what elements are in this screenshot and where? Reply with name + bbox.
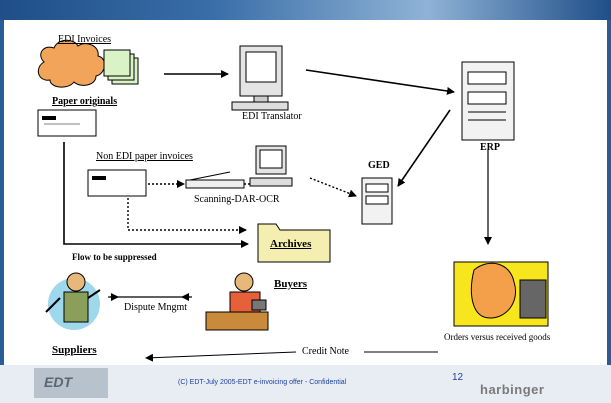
edi-translator-label: EDI Translator <box>242 111 302 122</box>
orders-label: Orders versus received goods <box>444 332 551 342</box>
server-icon <box>461 61 515 141</box>
paper-originals-label: Paper originals <box>52 96 118 107</box>
erp-label: ERP <box>480 142 500 153</box>
flow-suppressed-label: Flow to be suppressed <box>72 252 157 262</box>
ged-label: GED <box>368 160 390 171</box>
frame-right <box>607 20 611 365</box>
frame-left <box>0 20 4 365</box>
copyright-text: (C) EDT-July 2005-EDT e-invoicing offer … <box>178 379 347 386</box>
non-edi-label: Non EDI paper invoices <box>96 151 193 162</box>
harbinger-logo: harbinger <box>480 382 545 397</box>
edi-invoices-label: EDI Invoices <box>58 34 112 45</box>
top-banner <box>0 0 611 20</box>
suppliers-label: Suppliers <box>52 344 97 356</box>
buyers-label: Buyers <box>274 278 307 290</box>
envelope-icon <box>37 109 97 137</box>
computer-icon <box>231 45 289 111</box>
dispute-label: Dispute Mngmt <box>124 302 188 313</box>
computer-icon-2 <box>249 145 293 187</box>
cloud-icon <box>37 39 105 88</box>
archives-label: Archives <box>270 238 312 250</box>
buyer-icon <box>205 272 269 331</box>
supplier-icon <box>45 272 101 330</box>
scanner-icon <box>185 171 245 189</box>
woman-icon <box>453 261 549 327</box>
credit-note-label: Credit Note <box>302 346 349 357</box>
paper-stack-icon <box>103 49 139 85</box>
page-number: 12 <box>452 372 464 383</box>
folder-icon <box>257 223 331 263</box>
edt-logo-text: EDT <box>44 374 72 390</box>
ged-server-icon <box>361 177 393 225</box>
edt-logo <box>34 368 108 398</box>
envelope-icon-2 <box>87 169 147 197</box>
scanning-label: Scanning-DAR-OCR <box>194 194 280 205</box>
